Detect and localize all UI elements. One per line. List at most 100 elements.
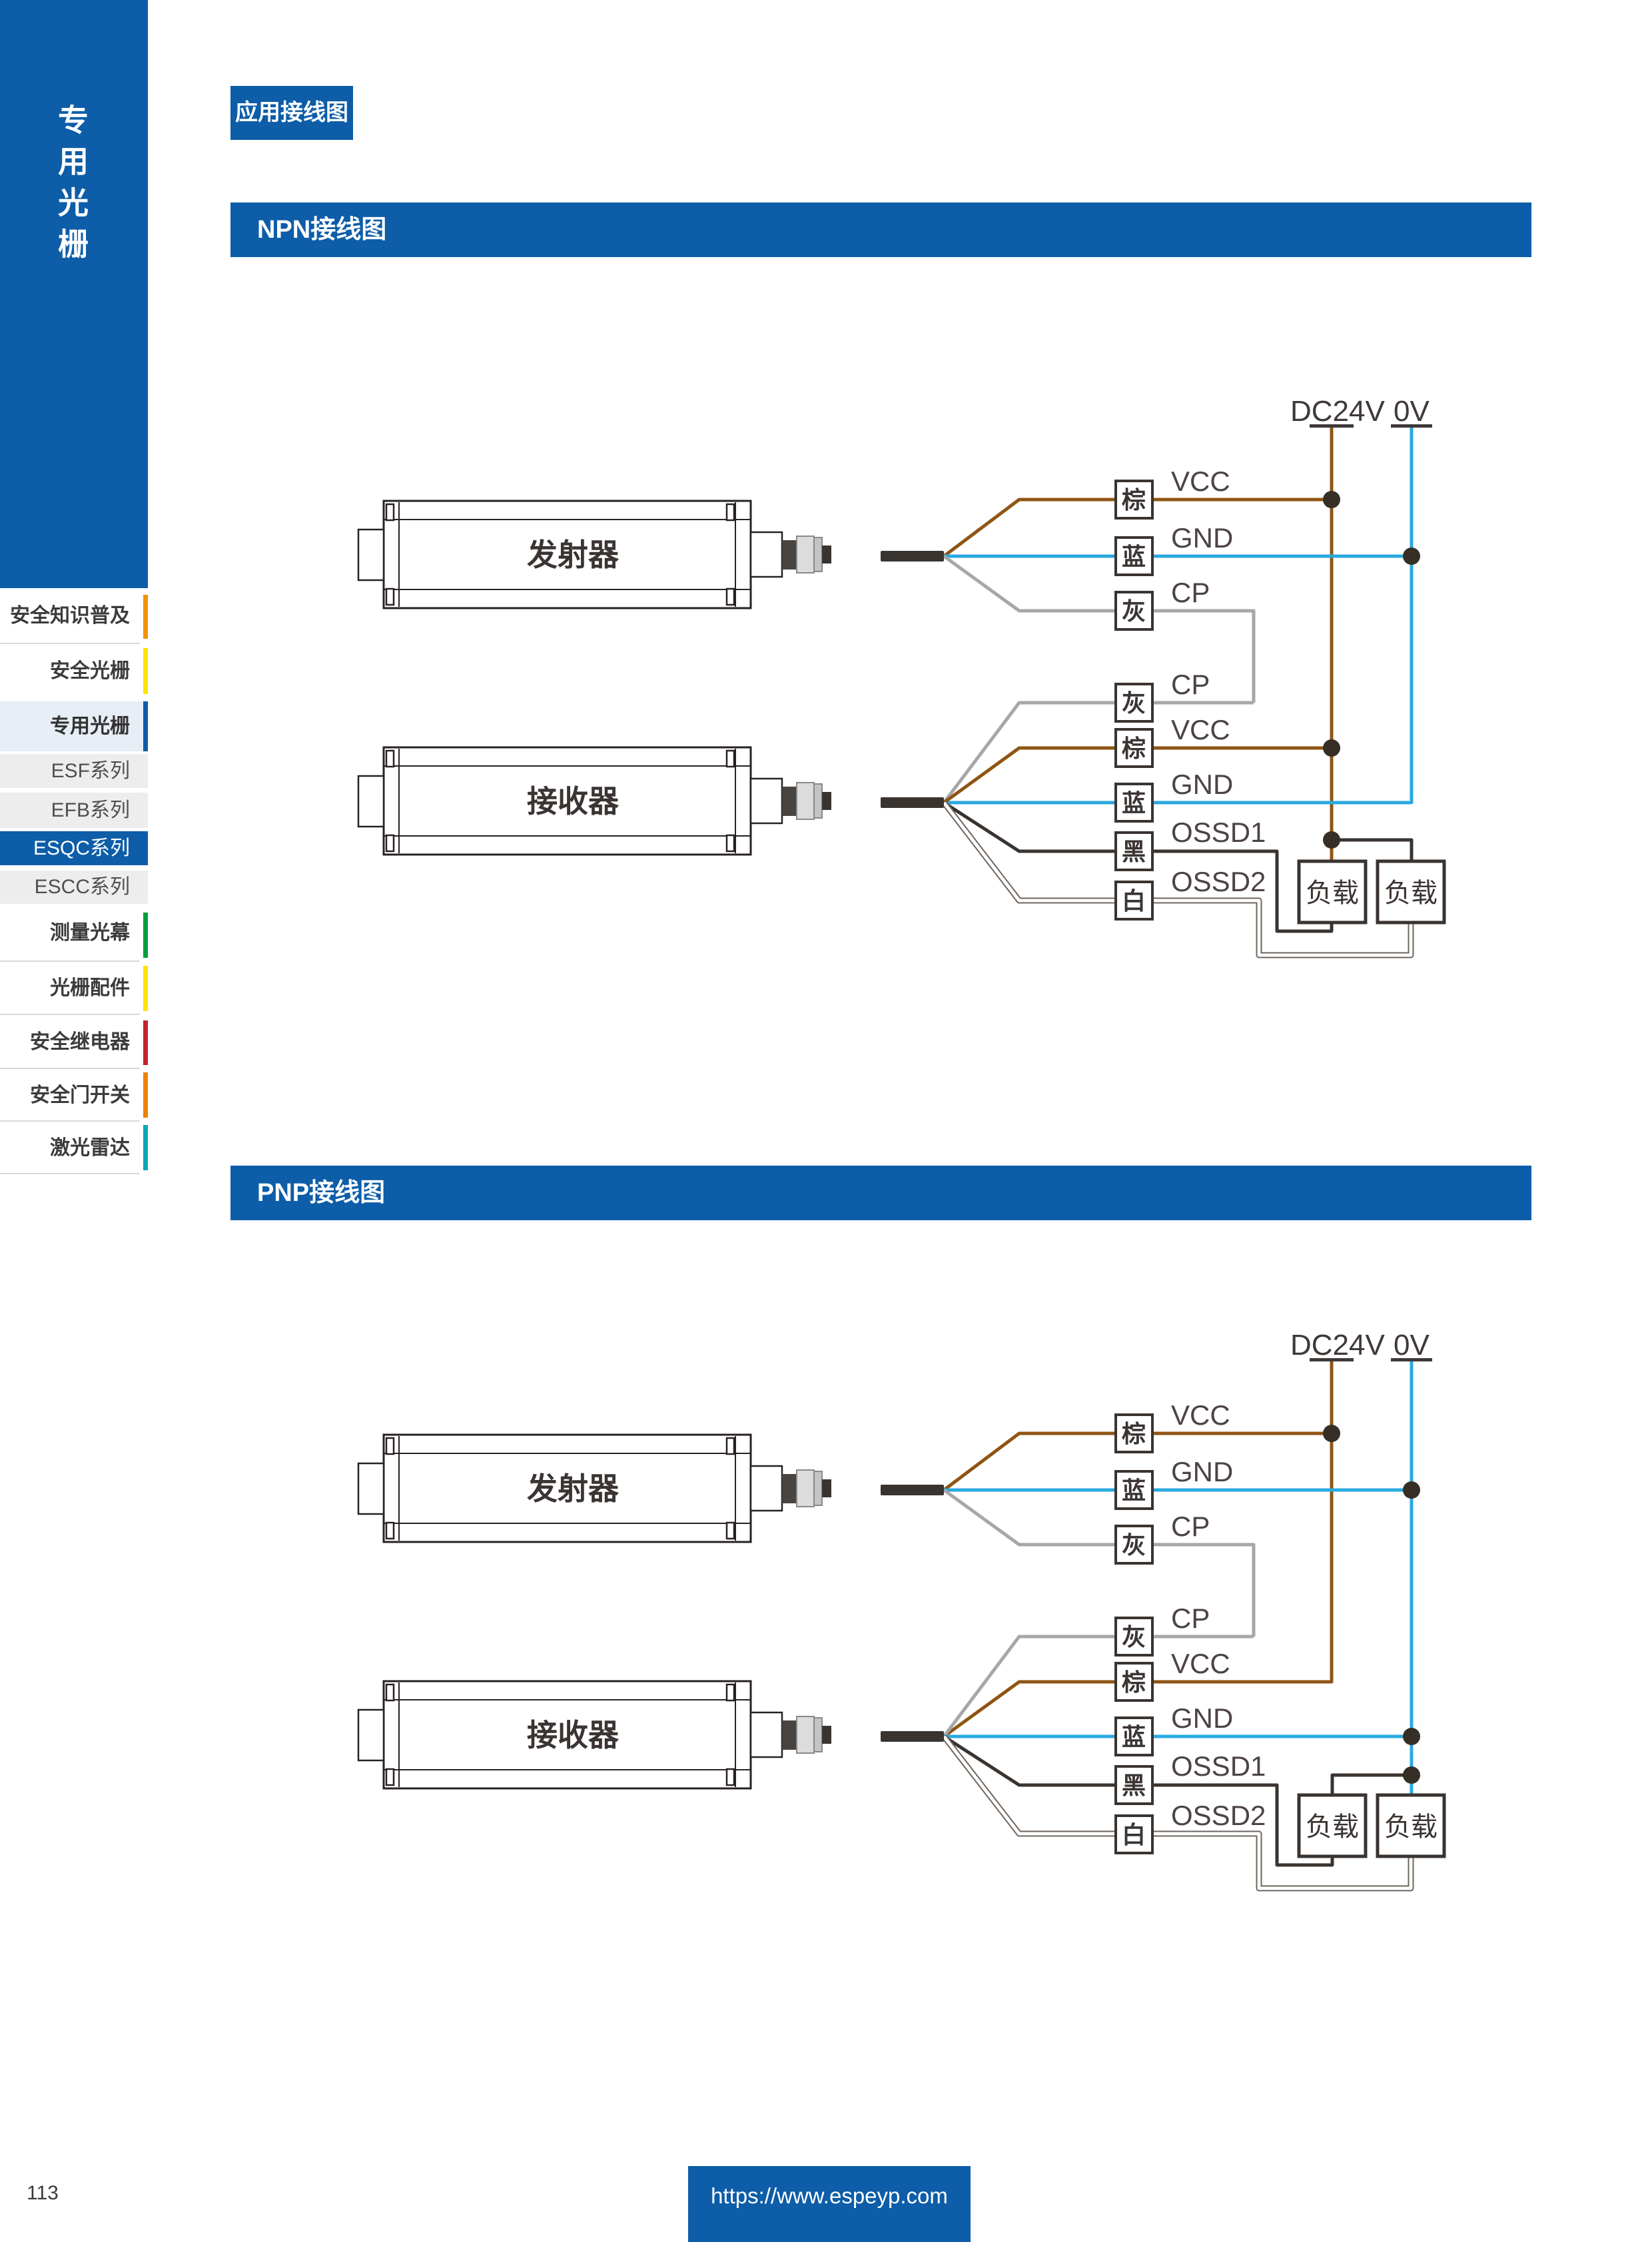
- section-badge-application-wiring: 应用接线图: [230, 86, 353, 140]
- pnp-rx-cp-text: CP: [1171, 1603, 1210, 1634]
- wire-color-char: 黑: [1122, 1772, 1146, 1799]
- section-header-npn: NPN接线图: [230, 202, 1531, 257]
- pnp-ossd1-text: OSSD1: [1171, 1750, 1266, 1782]
- npn-rx-cp-text: CP: [1171, 669, 1210, 700]
- npn-tx-vcc-wire: [943, 498, 1332, 558]
- pnp-wiring-diagram: DC24V 0V 发射器 接收器: [357, 1329, 1446, 1892]
- npn-tx-cp-text: CP: [1171, 577, 1210, 608]
- sidebar-item-label: ESF系列: [51, 760, 130, 782]
- pnp-0v-label: 0V: [1394, 1329, 1430, 1361]
- npn-transmitter-label: 发射器: [527, 538, 620, 572]
- npn-0v-underline: [1391, 424, 1432, 428]
- wire-color-char: 棕: [1122, 486, 1146, 514]
- sidebar-item-curtain-accessories[interactable]: 光栅配件: [0, 962, 148, 1015]
- sidebar-header-block: 专用光栅: [0, 0, 148, 588]
- npn-0v-label: 0V: [1394, 395, 1430, 428]
- wire-color-box-brown: [1114, 480, 1154, 520]
- pnp-receiver-label: 接收器: [527, 1718, 620, 1752]
- npn-ossd2-text: OSSD2: [1171, 866, 1266, 897]
- wire-color-box-blue: [1114, 536, 1154, 576]
- pnp-dc24v-label: DC24V: [1290, 1329, 1385, 1361]
- sidebar-item-label: 专用光栅: [50, 715, 130, 737]
- sidebar-item-special-curtain[interactable]: 专用光栅: [0, 701, 148, 751]
- junction-dot: [1403, 1481, 1420, 1499]
- divider: [0, 1014, 140, 1015]
- sidebar-item-esf-series[interactable]: ESF系列: [0, 754, 148, 788]
- npn-ossd2-wire: [943, 801, 1413, 957]
- wire-color-box-white: [1114, 1814, 1154, 1854]
- pnp-rx-vcc-text: VCC: [1171, 1648, 1230, 1679]
- npn-rx-vcc-text: VCC: [1171, 714, 1230, 745]
- sidebar-item-laser-radar[interactable]: 激光雷达: [0, 1122, 148, 1174]
- wire-color-char: 棕: [1122, 1420, 1146, 1447]
- npn-rx-vcc-wire: [943, 746, 1332, 805]
- pnp-transmitter-label: 发射器: [527, 1471, 620, 1506]
- npn-rx-gnd-text: GND: [1171, 769, 1233, 800]
- wire-color-box-gray: [1114, 591, 1154, 631]
- pnp-rx-gnd-text: GND: [1171, 1702, 1233, 1734]
- junction-dot: [1323, 1425, 1340, 1442]
- accent-bar: [143, 595, 148, 639]
- pnp-load2-box: [1376, 1793, 1446, 1858]
- sidebar-item-label: 安全继电器: [30, 1031, 130, 1053]
- npn-ossd1-wire: [943, 801, 1334, 933]
- wire-color-char: 白: [1122, 1821, 1146, 1848]
- footer-url-link[interactable]: https://www.espeyp.com: [711, 2183, 948, 2208]
- wire-color-box-brown: [1114, 1662, 1154, 1702]
- pnp-rx-cp-wire: [943, 1635, 1254, 1738]
- accent-bar: [143, 913, 148, 958]
- wire-color-char: 蓝: [1122, 789, 1146, 817]
- npn-ossd1-text: OSSD1: [1171, 817, 1266, 848]
- npn-load2-top-branch: [1332, 838, 1414, 860]
- pnp-transmitter-device: [357, 1433, 945, 1543]
- accent-bar: [143, 1072, 148, 1118]
- npn-transmitter-device: [357, 500, 945, 609]
- wire-color-box-gray: [1114, 683, 1154, 723]
- wire-color-char: 灰: [1122, 1623, 1146, 1651]
- wire-color-box-white: [1114, 881, 1154, 921]
- npn-load1-box: [1297, 859, 1368, 925]
- accent-bar: [143, 1125, 148, 1170]
- npn-dc24v-label: DC24V: [1290, 395, 1385, 428]
- sidebar-item-escc-series[interactable]: ESCC系列: [0, 871, 148, 904]
- pnp-0v-underline: [1391, 1358, 1432, 1361]
- wire-color-char: 灰: [1122, 597, 1146, 625]
- sidebar-item-label: 激光雷达: [50, 1137, 130, 1159]
- wire-color-box-blue: [1114, 1470, 1154, 1510]
- wire-color-box-brown: [1114, 1413, 1154, 1453]
- divider: [0, 1120, 140, 1122]
- sidebar-item-measuring-curtain[interactable]: 测量光幕: [0, 904, 148, 962]
- junction-dot: [1323, 831, 1340, 849]
- pnp-ossd1-wire: [943, 1734, 1334, 1867]
- pnp-tx-cp-text: CP: [1171, 1511, 1210, 1542]
- npn-receiver-label: 接收器: [527, 784, 620, 819]
- pnp-load2-label: 负载: [1384, 1812, 1438, 1842]
- npn-load2-label: 负载: [1384, 879, 1438, 908]
- sidebar-item-safety-relay[interactable]: 安全继电器: [0, 1015, 148, 1069]
- wire-color-char: 蓝: [1122, 1723, 1146, 1750]
- sidebar-item-esqc-series-selected[interactable]: ESQC系列: [0, 831, 148, 865]
- sidebar-item-safety-curtain[interactable]: 安全光栅: [0, 644, 148, 698]
- sidebar-item-label: ESCC系列: [34, 876, 130, 898]
- npn-receiver-device: [357, 746, 945, 856]
- wire-color-char: 灰: [1122, 689, 1146, 717]
- sidebar-item-efb-series[interactable]: EFB系列: [0, 793, 148, 828]
- footer-bar: https://www.espeyp.com: [688, 2166, 971, 2242]
- pnp-load1-box: [1297, 1793, 1368, 1858]
- sidebar-item-safety-knowledge[interactable]: 安全知识普及: [0, 588, 148, 644]
- npn-load2-box: [1376, 859, 1446, 925]
- wire-color-char: 蓝: [1122, 1477, 1146, 1504]
- sidebar-item-label: EFB系列: [51, 799, 130, 821]
- pnp-ossd2-text: OSSD2: [1171, 1800, 1266, 1831]
- wire-color-box-gray: [1114, 1617, 1154, 1657]
- divider: [0, 643, 140, 644]
- junction-dot: [1403, 1728, 1420, 1745]
- section-header-pnp: PNP接线图: [230, 1166, 1531, 1220]
- sidebar-item-safety-door-switch[interactable]: 安全门开关: [0, 1069, 148, 1122]
- npn-rx-cp-wire: [943, 701, 1254, 804]
- pnp-24v-rail-and-receiver-vcc: [943, 1361, 1334, 1738]
- wire-color-char: 棕: [1122, 1669, 1146, 1696]
- npn-dc24v-underline: [1310, 424, 1354, 428]
